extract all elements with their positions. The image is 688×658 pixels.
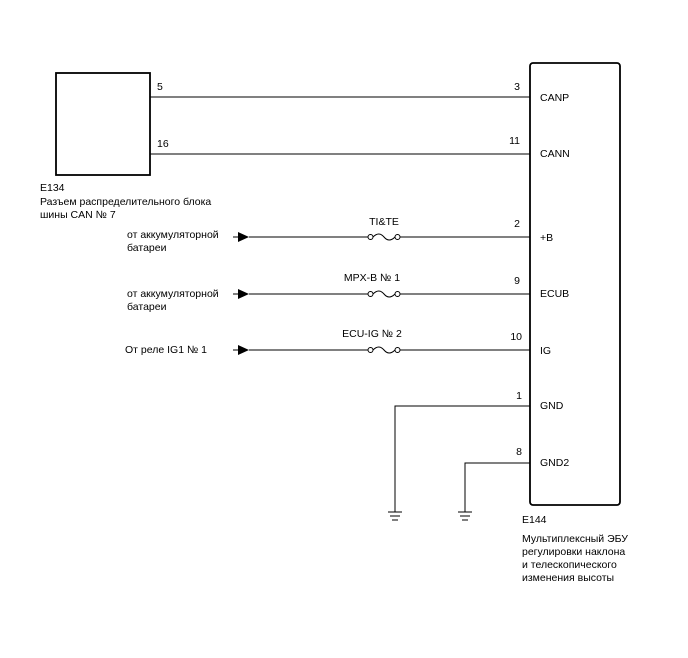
fuse-label: TI&TE <box>369 216 399 228</box>
arrow-icon <box>238 232 249 242</box>
power-line-ecub: от аккумуляторной батареи MPX-B № 1 9 EC… <box>127 272 569 313</box>
power-line-ig: От реле IG1 № 1 ECU-IG № 2 10 IG <box>125 328 551 357</box>
source-line1: от аккумуляторной <box>127 229 219 241</box>
wire <box>394 405 530 512</box>
wire <box>464 462 530 512</box>
ground-line-gnd2: 8 GND2 <box>458 446 569 521</box>
ecu-pin-number: 11 <box>509 135 520 147</box>
ecu-pin-label: GND <box>540 400 564 412</box>
power-line-b: от аккумуляторной батареи TI&TE 2 +B <box>127 216 553 254</box>
ecu-desc-line3: и телескопического <box>522 559 617 571</box>
fuse-label: MPX-B № 1 <box>344 272 400 284</box>
connector-desc-line2: шины CAN № 7 <box>40 209 116 221</box>
fuse-icon <box>367 290 401 298</box>
ecu-pin-number: 9 <box>514 275 520 287</box>
ecu-e144-box <box>529 62 621 506</box>
source-line1: От реле IG1 № 1 <box>125 344 207 356</box>
fuse-label: ECU-IG № 2 <box>342 328 402 340</box>
ecu-pin-number: 1 <box>516 390 522 402</box>
fuse-icon <box>367 233 401 241</box>
left-pin-number: 16 <box>157 138 169 150</box>
ecu-pin-label: CANN <box>540 148 570 160</box>
source-line1: от аккумуляторной <box>127 288 219 300</box>
ecu-desc-line2: регулировки наклона <box>522 546 625 558</box>
arrow-icon <box>238 289 249 299</box>
ecu-id: E144 <box>522 514 547 526</box>
ecu-pin-number: 3 <box>514 81 520 93</box>
ground-icon <box>458 511 472 521</box>
ecu-pin-label: IG <box>540 345 551 357</box>
source-line2: батареи <box>127 242 167 254</box>
connector-desc-line1: Разъем распределительного блока <box>40 196 211 208</box>
arrow-icon <box>238 345 249 355</box>
connector-id: E134 <box>40 182 65 194</box>
ground-icon <box>388 511 402 521</box>
ecu-desc-line1: Мультиплексный ЭБУ <box>522 533 628 545</box>
ecu-pin-label: GND2 <box>540 457 569 469</box>
ecu-pin-label: +B <box>540 232 553 244</box>
ecu-pin-label: CANP <box>540 92 569 104</box>
ecu-pin-number: 2 <box>514 218 520 230</box>
ecu-pin-number: 10 <box>510 331 522 343</box>
ecu-pin-number: 8 <box>516 446 522 458</box>
left-pin-number: 5 <box>157 81 163 93</box>
ecu-desc-line4: изменения высоты <box>522 572 614 584</box>
ground-line-gnd: 1 GND <box>388 390 564 521</box>
fuse-icon <box>367 346 401 354</box>
source-line2: батареи <box>127 301 167 313</box>
connector-e134-box <box>55 72 151 176</box>
ecu-pin-label: ECUB <box>540 288 569 300</box>
can-line-canp: 5 3 CANP <box>150 81 569 104</box>
can-line-cann: 16 11 CANN <box>150 135 570 160</box>
